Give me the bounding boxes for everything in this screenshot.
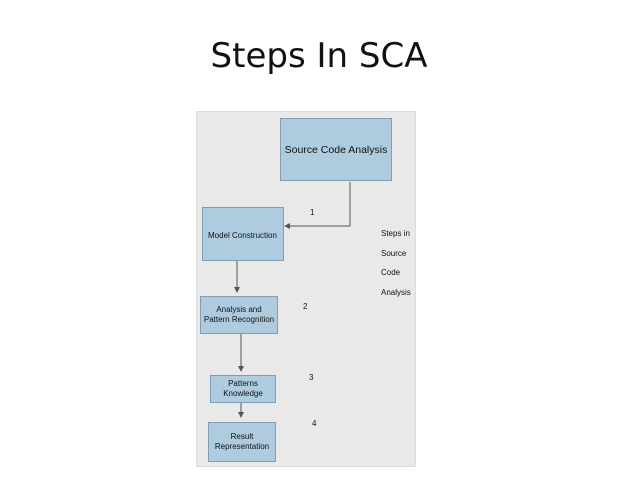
side-label-line-3: Code [381, 268, 401, 277]
node-source-code-analysis: Source Code Analysis [280, 118, 392, 181]
side-label-line-4: Analysis [381, 288, 411, 297]
side-label-line-2: Source [381, 249, 407, 258]
node-model-construction: Model Construction [202, 207, 284, 261]
step-number-2: 2 [303, 302, 308, 311]
step-number-4: 4 [312, 419, 317, 428]
node-analysis-pattern-recognition: Analysis and Pattern Recognition [200, 296, 278, 334]
node-result-representation: Result Representation [208, 422, 276, 462]
step-number-3: 3 [309, 373, 314, 382]
side-label-line-1: Steps in [381, 229, 410, 238]
slide-title: Steps In SCA [210, 36, 428, 76]
connector-source-to-model [284, 182, 351, 229]
step-number-1: 1 [310, 208, 315, 217]
node-patterns-knowledge: Patterns Knowledge [210, 375, 276, 403]
diagram-connectors [234, 182, 351, 418]
